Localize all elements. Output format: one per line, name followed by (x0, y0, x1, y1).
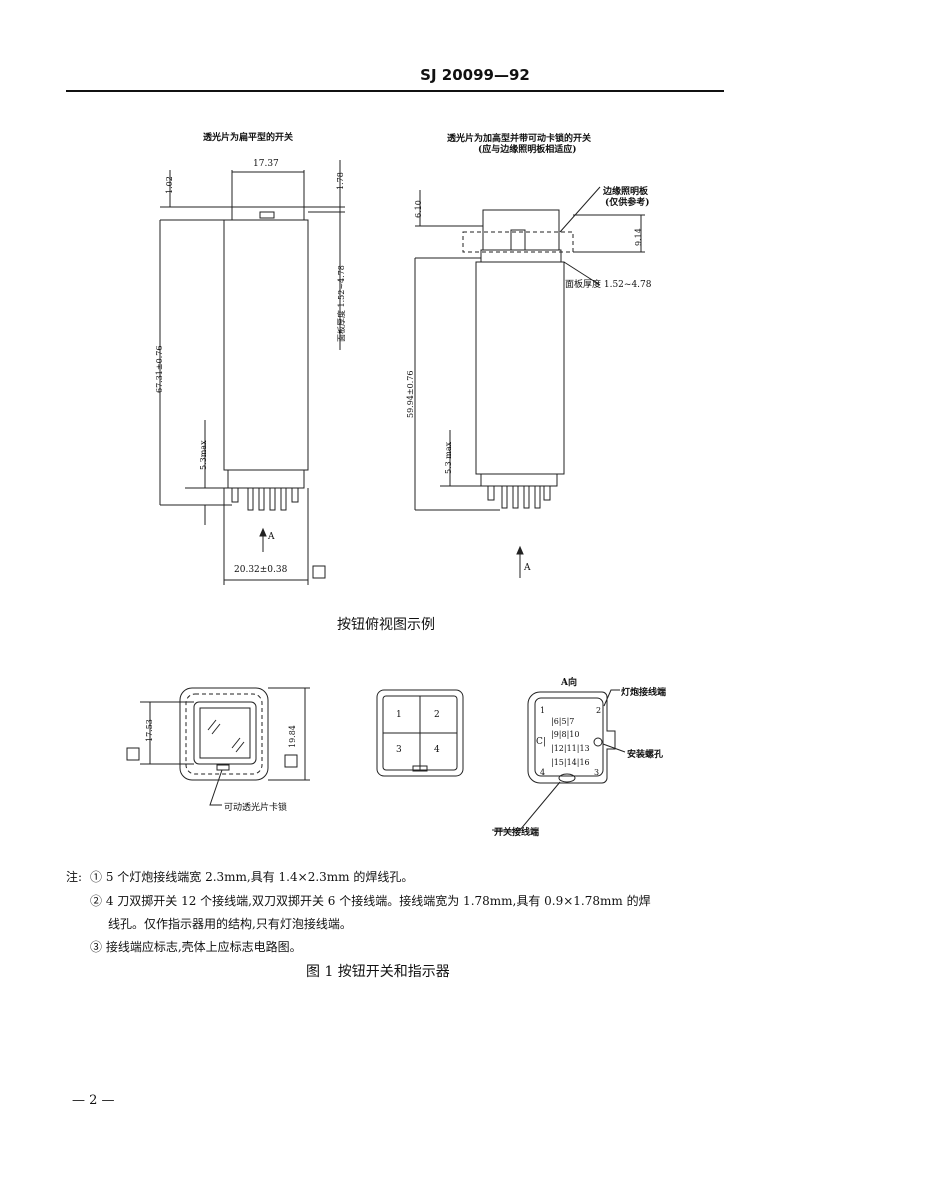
left-cap-nub (259, 211, 275, 219)
callout-latch: 可动透光片卡锁 (224, 803, 288, 813)
dim-outer-top-view: 19.84 (288, 725, 297, 748)
dim-terminal-left: 5.3max (199, 440, 208, 470)
right-body (475, 261, 565, 475)
corner-1: 1 (540, 706, 546, 715)
c-label: C| (536, 737, 546, 747)
top-view-3-outline (527, 691, 616, 784)
callout-mount-hole: 安装螺孔 (627, 750, 664, 760)
terminal-row-1: |6|5|7 (551, 717, 575, 726)
dim-panel-thickness-left: 面板厚度 1.52~4.78 (337, 265, 346, 342)
dim-height-left: 67.31±0.76 (155, 345, 164, 393)
notes-prefix: 注: (66, 870, 83, 884)
dim-height-right: 59.94±0.76 (406, 370, 415, 418)
top-view-2-outer (376, 689, 464, 777)
a-view-label: A向 (561, 678, 577, 688)
callout-edge-lighting: 边缘照明板 (603, 187, 649, 197)
terminal-row-2: |9|8|10 (551, 730, 580, 739)
callout-switch-terminal: 开关接线端 (494, 828, 540, 838)
callout-edge-lighting-sub: (仅供参考) (605, 198, 650, 208)
header-rule (66, 90, 724, 92)
arrow-label-left: A (268, 532, 275, 542)
arrow-label-right: A (524, 563, 531, 573)
left-body (223, 219, 309, 471)
dim-edge-right-drawing: 9.14 (634, 228, 643, 246)
corner-2: 2 (596, 706, 602, 715)
symbol-box-2 (126, 747, 140, 761)
page-number: — 2 — (72, 1093, 115, 1108)
left-base (227, 469, 305, 489)
right-drawing-title: 透光片为加高型并带可动卡锁的开关 (447, 134, 592, 144)
dim-base-width: 20.32±0.38 (234, 565, 288, 575)
callout-lamp-terminal: 灯炮接线端 (621, 688, 667, 698)
left-terminals (231, 488, 299, 511)
quadrant-3: 3 (396, 745, 402, 755)
left-symbol-box (312, 565, 326, 579)
quadrant-1: 1 (396, 710, 402, 720)
dim-top-small: 1.02 (165, 176, 174, 194)
dim-inner-top-view: 17.53 (145, 719, 154, 742)
dim-top-right-drawing: 6.10 (414, 200, 423, 218)
right-drawing-subtitle: (应与边缘照明板相适应) (478, 145, 577, 155)
note-3: ③ 接线端应标志,壳体上应标志电路图。 (90, 940, 302, 954)
note-2: ② 4 刀双掷开关 12 个接线端,双刀双掷开关 6 个接线端。接线端宽为 1.… (90, 894, 651, 908)
note-1: ① 5 个灯炮接线端宽 2.3mm,具有 1.4×2.3mm 的焊线孔。 (90, 870, 414, 884)
corner-4: 4 (540, 768, 546, 777)
terminal-row-3: |12|11|13 (551, 744, 590, 753)
dim-terminal-right: 5.3 max (444, 441, 453, 474)
quadrant-4: 4 (434, 745, 440, 755)
section-title: 按钮俯视图示例 (337, 617, 435, 633)
quadrant-2: 2 (434, 710, 440, 720)
top-view-1-outer (179, 687, 269, 781)
right-base (480, 473, 558, 487)
left-drawing-title: 透光片为扁平型的开关 (203, 133, 294, 143)
dim-panel-thickness-right: 面板厚度 1.52~4.78 (565, 280, 652, 290)
right-terminals (487, 486, 551, 509)
dim-width-top: 17.37 (253, 159, 279, 169)
standard-number: SJ 20099—92 (420, 66, 530, 84)
note-2-cont: 线孔。仅作指示器用的结构,只有灯泡接线端。 (108, 917, 352, 931)
terminal-row-4: |15|14|16 (551, 758, 590, 767)
figure-caption: 图 1 按钮开关和指示器 (306, 964, 450, 980)
dim-top-right: 1.78 (336, 172, 345, 190)
symbol-box-3 (284, 754, 298, 768)
corner-3: 3 (594, 768, 600, 777)
